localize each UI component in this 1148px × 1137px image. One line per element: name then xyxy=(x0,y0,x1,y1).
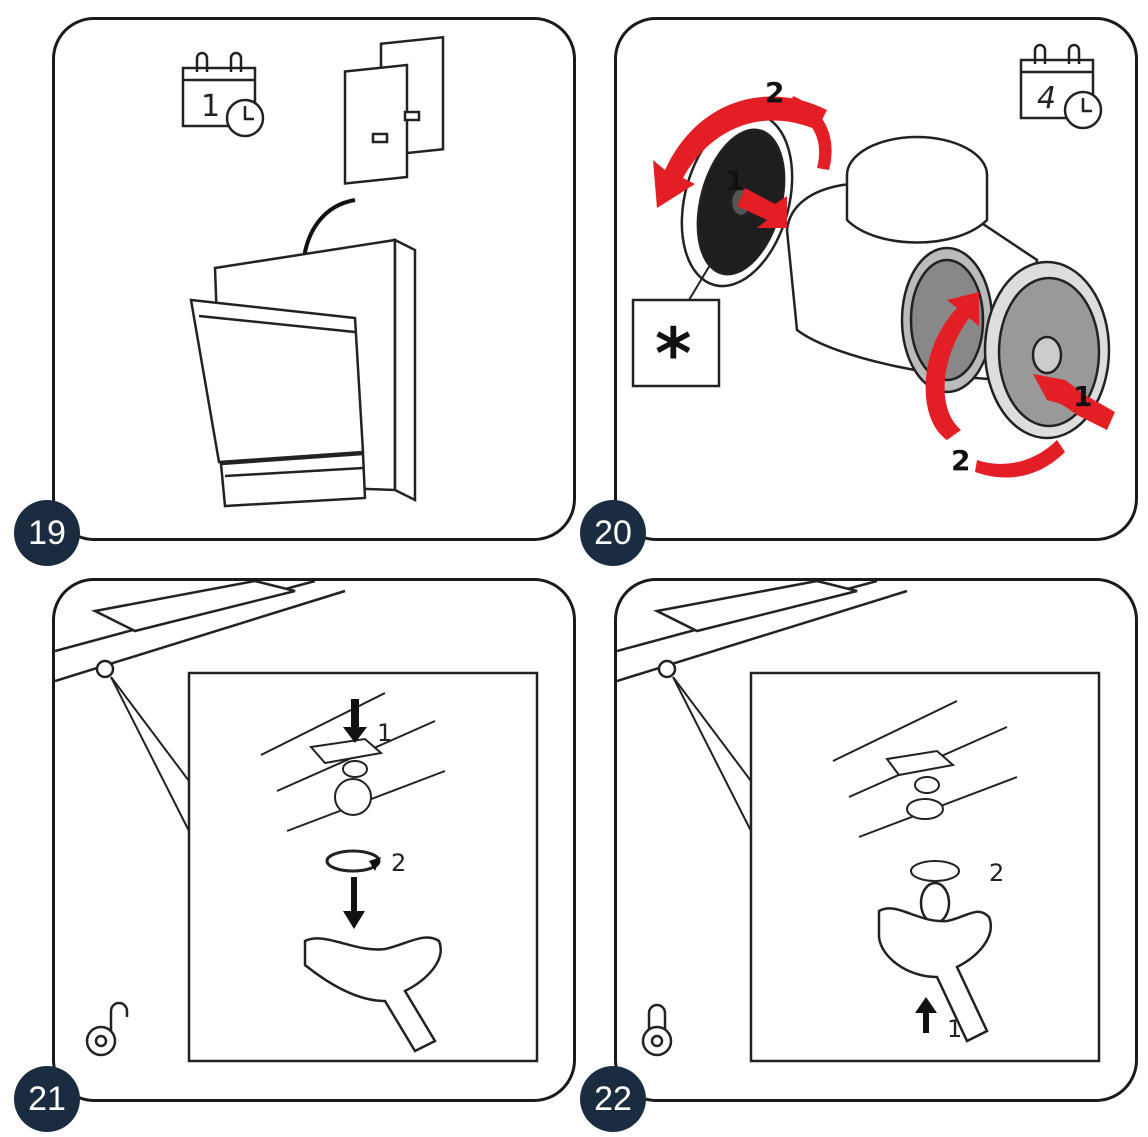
panel-step-22: 2 1 xyxy=(614,578,1138,1102)
calendar-value: 4 xyxy=(1037,81,1056,116)
filter-insert-illustration: 1 xyxy=(181,35,445,508)
panel-step-21: 1 2 xyxy=(52,578,576,1102)
label-a-step2: 2 xyxy=(765,76,784,109)
label-b-step1: 1 xyxy=(1073,380,1092,413)
panel-step-20: 4 * xyxy=(614,17,1138,541)
lock-icon xyxy=(641,1003,673,1057)
charcoal-filter-illustration: 4 * xyxy=(631,43,1115,478)
label-step1: 1 xyxy=(377,719,392,747)
lock-filter-illustration: 2 1 xyxy=(617,581,1101,1063)
calendar-value: 1 xyxy=(201,89,220,124)
label-step2: 2 xyxy=(391,849,406,877)
step-badge-21: 21 xyxy=(14,1066,80,1132)
calendar-clock-icon xyxy=(181,51,265,138)
note-asterisk: * xyxy=(655,313,692,395)
step-badge-22: 22 xyxy=(580,1066,646,1132)
calendar-clock-icon xyxy=(1019,43,1103,130)
unlock-icon xyxy=(85,1001,129,1057)
step-badge-19: 19 xyxy=(14,500,80,566)
label-step2: 2 xyxy=(989,859,1004,887)
label-a-step1: 1 xyxy=(725,164,744,197)
label-step1: 1 xyxy=(947,1015,962,1043)
panel-step-19: 1 xyxy=(52,17,576,541)
label-b-step2: 2 xyxy=(951,444,970,477)
unlock-filter-illustration: 1 2 xyxy=(55,581,539,1063)
step-badge-20: 20 xyxy=(580,500,646,566)
